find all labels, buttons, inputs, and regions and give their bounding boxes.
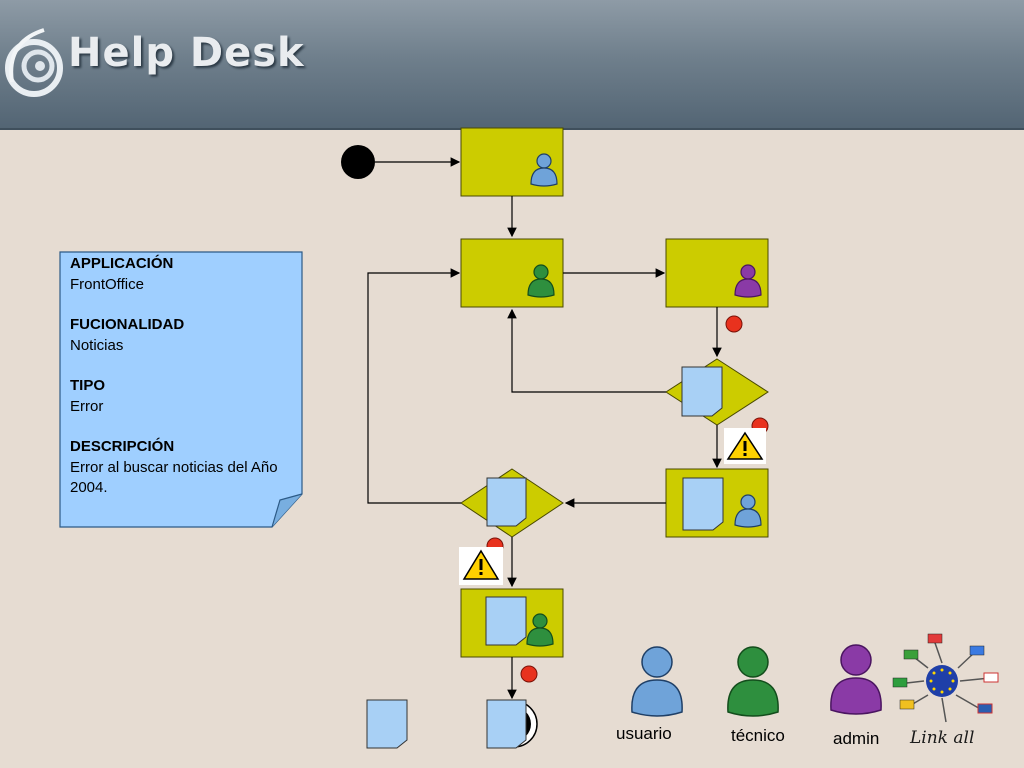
document-icon xyxy=(486,699,527,749)
warning-icon xyxy=(724,428,766,464)
document-icon xyxy=(485,596,527,646)
legend-admin-icon xyxy=(830,644,882,715)
legend-label-usuario: usuario xyxy=(616,724,672,743)
note-heading-type: TIPO xyxy=(70,377,106,394)
connector xyxy=(507,308,666,393)
note-heading-functionality: FUCIONALIDAD xyxy=(70,316,185,333)
note-value-functionality: Noticias xyxy=(70,336,124,354)
app-title: Help Desk xyxy=(68,30,305,76)
alert-dot-icon xyxy=(520,665,538,683)
legend-usuario-icon xyxy=(631,646,683,717)
note-value-description: Error al buscar noticias del Año 2004. xyxy=(70,458,278,497)
note-heading-application: APPLICACIÓN xyxy=(70,255,174,272)
start-node xyxy=(341,145,375,179)
warning-icon xyxy=(459,547,503,585)
document-icon xyxy=(681,366,723,417)
legend-tecnico-icon xyxy=(727,646,779,717)
link-all-logo-text: Link all xyxy=(910,728,975,748)
note-heading-description: DESCRIPCIÓN xyxy=(70,438,175,455)
note-value-type: Error xyxy=(70,397,104,415)
alert-dot-icon xyxy=(725,315,743,333)
legend-label-admin: admin xyxy=(833,729,880,748)
document-icon xyxy=(486,477,527,527)
note-value-application: FrontOffice xyxy=(70,275,144,293)
header-banner: Help Desk xyxy=(0,0,1024,130)
document-icon xyxy=(682,477,724,531)
connector xyxy=(367,268,461,504)
issue-details: APPLICACIÓN FrontOffice FUCIONALIDAD Notic… xyxy=(70,254,290,519)
legend-label-tecnico: técnico xyxy=(731,726,785,745)
document-icon xyxy=(366,699,408,749)
help-desk-swirl-icon xyxy=(5,28,63,97)
link-all-logo xyxy=(892,633,999,723)
